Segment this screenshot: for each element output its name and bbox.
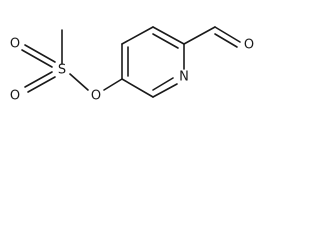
- bond-ring-n1-c6-inner: [152, 77, 174, 91]
- sulfur-label: S: [58, 63, 66, 78]
- bond-ring-aldehyde-carbon: [183, 26, 216, 45]
- oxygen-aldehyde-label: O: [244, 38, 254, 53]
- bond-ring-c4-c3: [121, 26, 154, 45]
- bond-ring-c3-c2-inner: [152, 33, 179, 49]
- bond-ring-c6-c5: [121, 78, 154, 98]
- bond-sulfur-oxygen-top-2: [21, 49, 53, 68]
- bond-ring-c3-c2: [152, 26, 185, 45]
- bond-ring-n1-c6: [152, 83, 178, 98]
- oxygen-ester-label: O: [91, 89, 101, 104]
- bond-sulfur-oxygen-bottom-2: [24, 71, 53, 88]
- chemical-structure: O O S O N O: [10, 26, 254, 104]
- bond-sulfur-oxygen-bottom: [27, 76, 56, 93]
- bond-aldehyde-oxygen: [214, 26, 241, 43]
- bond-sulfur-ester-oxygen: [69, 73, 89, 91]
- bond-aldehyde-oxygen-2: [214, 33, 238, 48]
- bond-ester-oxygen-ring: [103, 78, 123, 91]
- oxygen-sulfonyl-top-label: O: [10, 37, 20, 52]
- nitrogen-ring-label: N: [179, 70, 189, 85]
- oxygen-sulfonyl-bottom-label: O: [10, 89, 20, 104]
- bond-sulfur-oxygen-top: [24, 44, 56, 63]
